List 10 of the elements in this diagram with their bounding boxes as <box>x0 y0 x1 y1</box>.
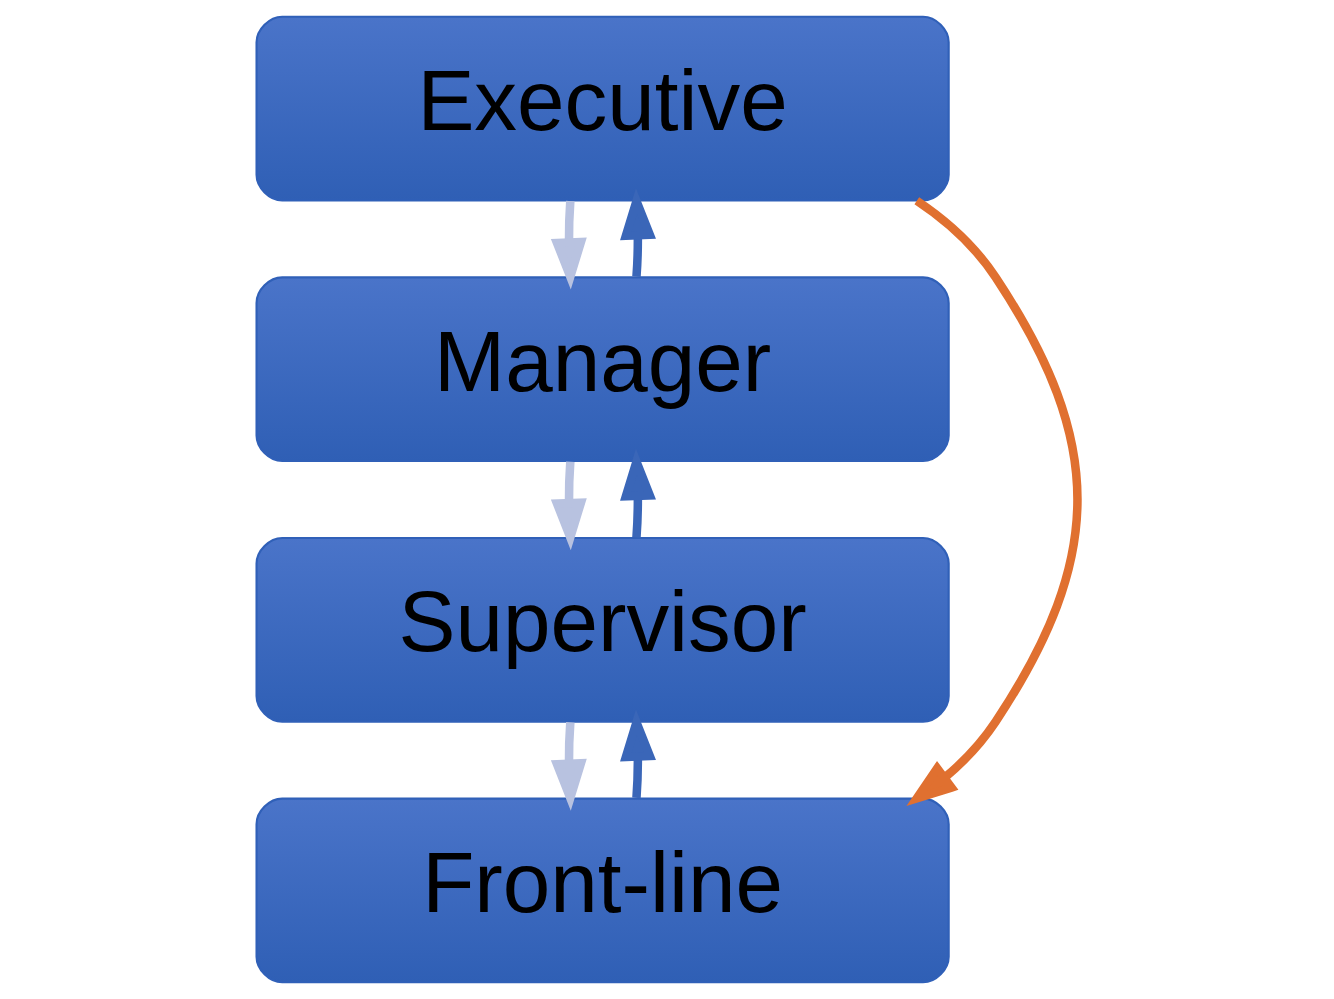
arrow <box>906 197 1082 806</box>
node-box: Supervisor <box>255 536 950 723</box>
arrow <box>620 188 656 277</box>
arrow <box>550 200 587 290</box>
arrow <box>620 448 656 538</box>
node-box: Front-line <box>255 797 950 984</box>
node-box: Executive <box>255 15 950 202</box>
arrow <box>620 709 656 799</box>
node-box: Manager <box>255 276 950 463</box>
arrow <box>550 722 587 811</box>
